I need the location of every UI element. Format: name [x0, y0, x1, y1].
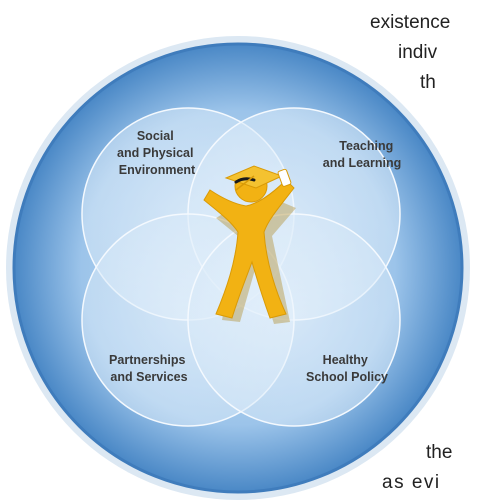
label-healthy-line-1: Healthy — [323, 353, 368, 367]
label-social-environment: Social and Physical Environment — [117, 129, 197, 177]
figure-body — [203, 179, 295, 319]
diploma — [277, 168, 292, 187]
body-text-line-2: indiv — [398, 42, 438, 63]
body-text-line-5: as evi — [382, 472, 441, 493]
label-healthy-line-2: School Policy — [306, 370, 388, 384]
label-partnerships-services: Partnerships and Services — [109, 353, 189, 384]
label-partnerships-line-1: Partnerships — [109, 353, 185, 367]
circle-healthy-school-policy — [187, 213, 401, 427]
body-text-line-4: the — [426, 442, 453, 463]
label-teaching-line-1: Teaching — [339, 139, 393, 153]
label-partnerships-line-2: and Services — [110, 370, 187, 384]
body-text-line-1: existence — [370, 12, 451, 33]
label-social-line-3: Environment — [119, 163, 196, 177]
label-social-line-2: and Physical — [117, 146, 193, 160]
label-healthy-school-policy: Healthy School Policy — [306, 353, 388, 384]
body-text-line-3: th — [420, 72, 436, 93]
graduate-figure-icon — [203, 165, 296, 324]
label-social-line-1: Social — [137, 129, 174, 143]
label-teaching-line-2: and Learning — [323, 156, 401, 170]
label-teaching-learning: Teaching and Learning — [323, 139, 401, 170]
